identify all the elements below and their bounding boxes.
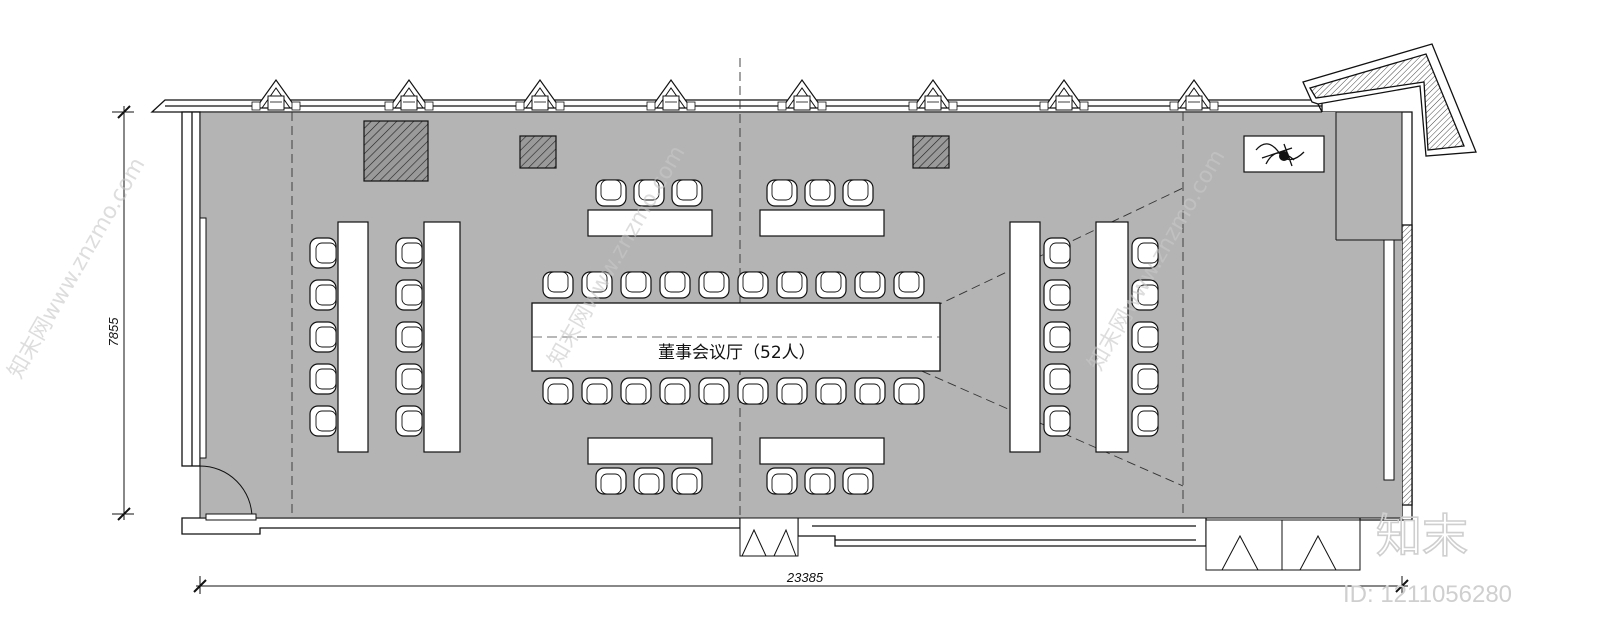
chair-icon [842,179,874,207]
chair-icon [542,377,574,405]
curtain-left [199,217,207,459]
dimension-height-label: 7855 [106,317,121,347]
chair-icon [776,377,808,405]
chair-icon [893,377,925,405]
chair-icon [737,377,769,405]
plant-icon [1243,135,1325,173]
chair-icon [815,377,847,405]
watermark-id: ID: 1211056280 [1343,581,1512,608]
chair-icon [595,467,627,495]
wall-lamp-icon [646,79,696,111]
chair-icon [395,279,423,311]
door-swing-icon [1205,519,1361,571]
chair-icon [542,271,574,299]
wall-lamp-icon [384,79,434,111]
chair-icon [698,271,730,299]
curtain-right [1383,239,1395,481]
chair-icon [766,467,798,495]
room-label: 董事会议厅（52人） [658,343,816,363]
chair-icon [309,279,337,311]
chair-icon [815,271,847,299]
dimension-vertical [112,105,134,521]
watermark-url: 知末网www.znzmo.com [4,154,151,383]
chair-icon [395,321,423,353]
chair-icon [309,321,337,353]
chair-icon [893,271,925,299]
chair-icon [1131,405,1159,437]
wall-lamp-icon [777,79,827,111]
hatched-pillar-icon [363,120,429,182]
chair-icon [1043,363,1071,395]
dimension-width-label: 23385 [786,570,824,585]
chair-icon [1131,321,1159,353]
pillars [363,120,950,182]
chair-icon [854,377,886,405]
hatched-pillar-icon [912,135,950,169]
chair-icon [620,377,652,405]
chair-icon [620,271,652,299]
bottom-desks [587,437,885,465]
chair-icon [1131,363,1159,395]
chair-icon [309,363,337,395]
chair-icon [659,377,691,405]
right-desks [1009,221,1129,453]
door-swing-icon [739,517,799,557]
wall-lamp-icon [1169,79,1219,111]
wall-lamp-icon [251,79,301,111]
chair-icon [842,467,874,495]
chair-icon [1043,321,1071,353]
chair-icon [1043,237,1071,269]
left-desks [337,221,461,453]
wall-lamp-icon [515,79,565,111]
chair-icon [395,405,423,437]
main-conference-table [531,302,941,372]
chair-icon [671,467,703,495]
chair-icon [581,377,613,405]
chair-icon [737,271,769,299]
top-desks [587,209,885,237]
floor-right-notch [1322,112,1402,516]
chair-icon [804,179,836,207]
chair-icon [595,179,627,207]
wall-lamp-icon [908,79,958,111]
chair-icon [766,179,798,207]
chair-icon [854,271,886,299]
chair-icon [671,179,703,207]
chair-icon [309,405,337,437]
dimension-horizontal [193,576,1409,594]
chair-icon [1043,405,1071,437]
chair-icon [309,237,337,269]
hatched-pillar-icon [519,135,557,169]
door-swing-icon [199,465,257,521]
watermark-brand: 知末 [1376,509,1468,563]
wall-lamp-icon [1039,79,1089,111]
chair-icon [395,237,423,269]
chair-icon [395,363,423,395]
watermark-url-text: 知末网www.znzmo.com [4,154,151,383]
chair-icon [659,271,691,299]
chair-icon [698,377,730,405]
chair-icon [1043,279,1071,311]
chair-icon [804,467,836,495]
chair-icon [633,467,665,495]
chair-icon [776,271,808,299]
bay-window [1302,43,1477,157]
